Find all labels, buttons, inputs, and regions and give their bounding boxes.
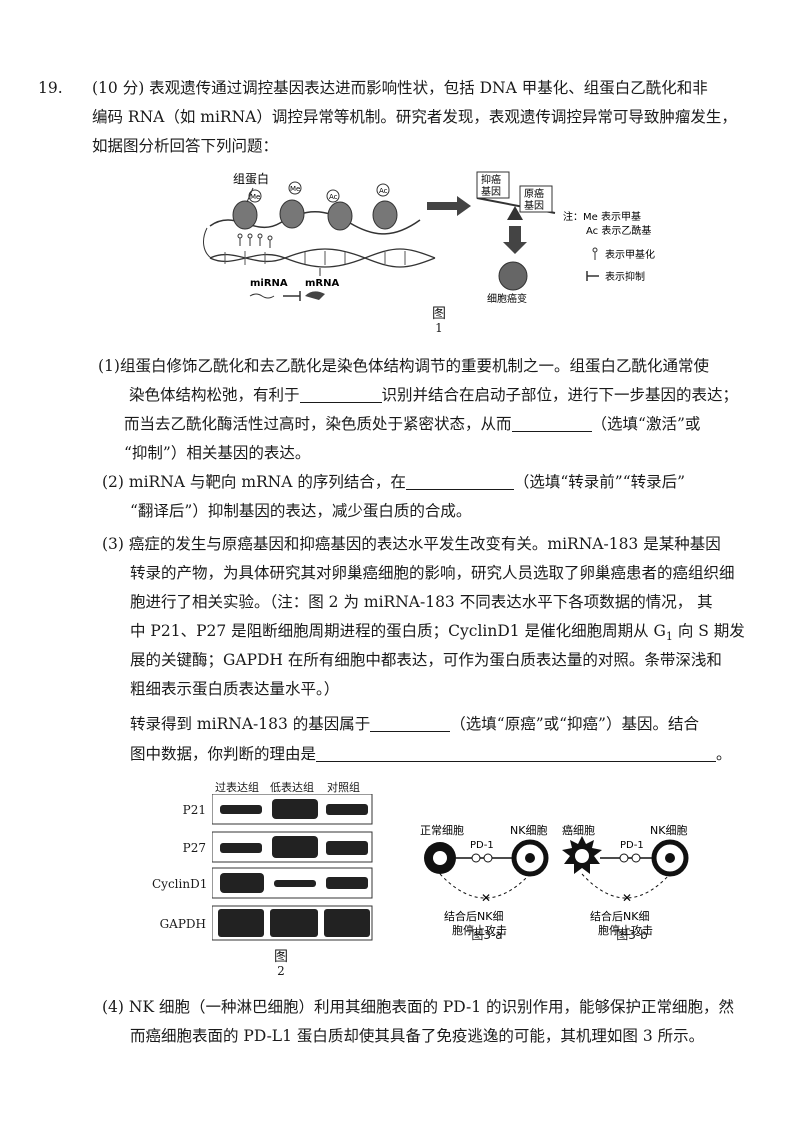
blot-col-2: 低表达组 xyxy=(270,781,314,794)
stop-label-b1: 结合后NK细 xyxy=(590,909,649,923)
blot-col-3: 对照组 xyxy=(327,781,360,794)
figure-1-caption-b: 1 xyxy=(435,321,443,335)
svg-text:✕: ✕ xyxy=(622,891,632,905)
q1-text-d: （选填“激活”或 xyxy=(591,415,701,433)
q4-line-1: (4) NK 细胞（一种淋巴细胞）利用其细胞表面的 PD-1 的识别作用，能够保… xyxy=(102,998,735,1016)
q1-text-b: 识别并结合在启动子部位，进行下一步基因的表达； xyxy=(381,386,739,404)
legend-inhibit: 表示抑制 xyxy=(605,270,645,283)
q2-text-a: (2) miRNA 与靶向 mRNA 的序列结合，在 xyxy=(102,473,406,491)
ac-label-1: Ac xyxy=(329,193,338,201)
q1-line-2: 染色体结构松弛，有利于 识别并结合在启动子部位，进行下一步基因的表达； xyxy=(129,384,738,406)
q4-line-2: 而癌细胞表面的 PD-L1 蛋白质却使其具备了免疫逃逸的可能，其机理如图 3 所… xyxy=(130,1027,705,1045)
blot-row-cyclind1: CyclinD1 xyxy=(152,877,208,891)
q1-text-a: 染色体结构松弛，有利于 xyxy=(129,386,300,404)
q3-text-e: 图中数据，你判断的理由是 xyxy=(130,745,317,763)
q2-blank[interactable] xyxy=(405,473,514,490)
q1-blank-1[interactable] xyxy=(299,386,382,403)
me-label-2: Me xyxy=(290,185,300,193)
q1-line-1: (1)组蛋白修饰乙酰化和去乙酰化是染色体结构调节的重要机制之一。组蛋白乙酰化通常… xyxy=(98,357,709,375)
figure-3b-diagram: 癌细胞 NK细胞 PD-1 ✕ 结合后NK细 胞停止攻击 xyxy=(562,823,689,937)
figure-1-diagram: Me Me Ac Ac 组蛋白 miRNA mRNA 抑癌 基因 原癌 基因 细… xyxy=(203,171,655,305)
mirna-label: miRNA xyxy=(250,278,288,289)
mrna-label: mRNA xyxy=(305,278,339,289)
cancer-cell-label: 癌细胞 xyxy=(562,823,595,837)
q2-text-b: （选填“转录前”“转录后” xyxy=(513,473,686,491)
figure-2-caption-a: 图 xyxy=(274,949,288,965)
question-number: 19. xyxy=(38,79,63,97)
cancer-label: 细胞癌变 xyxy=(487,292,527,305)
suppressor-gene-2: 基因 xyxy=(481,185,501,198)
nk-cell-label-b: NK细胞 xyxy=(650,824,687,837)
oncogene-1: 原癌 xyxy=(524,187,544,200)
q1-text-c: 而当去乙酰化酶活性过高时，染色质处于紧密状态，从而 xyxy=(124,415,512,433)
legend-me: 注：Me 表示甲基 xyxy=(563,210,641,223)
q1-line-4: “抑制”）相关基因的表达。 xyxy=(124,444,311,462)
histone-label: 组蛋白 xyxy=(233,171,269,186)
legend-ac: Ac 表示乙酰基 xyxy=(586,224,651,237)
q3-line-4: 中 P21、P27 是阻断细胞周期进程的蛋白质；CyclinD1 是催化细胞周期… xyxy=(130,620,745,648)
q3-line-2: 转录的产物，为具体研究其对卵巢癌细胞的影响，研究人员选取了卵巢癌患者的癌组织细 xyxy=(130,564,735,582)
stop-label-b2: 胞停止攻击 xyxy=(598,923,653,937)
suppressor-gene-1: 抑癌 xyxy=(481,173,501,186)
svg-text:✕: ✕ xyxy=(481,891,491,905)
q3-blank-2[interactable] xyxy=(316,745,717,762)
pd1-label-b: PD-1 xyxy=(620,840,644,851)
blot-row-p27: P27 xyxy=(182,841,206,855)
q2-line-1: (2) miRNA 与靶向 mRNA 的序列结合，在 （选填“转录前”“转录后” xyxy=(102,471,685,493)
q3-text-f: 。 xyxy=(716,745,732,763)
pd1-label-a: PD-1 xyxy=(470,840,494,851)
q3-line-7: 转录得到 miRNA-183 的基因属于 （选填“原癌”或“抑癌”）基因。结合 xyxy=(130,713,699,735)
figure-3a-caption: 图3-a xyxy=(471,928,503,942)
q3-text-d: （选填“原癌”或“抑癌”）基因。结合 xyxy=(450,715,699,733)
nk-cell-label-a: NK细胞 xyxy=(510,824,547,837)
q3-subscript: 1 xyxy=(665,630,673,644)
q1-blank-2[interactable] xyxy=(511,415,592,432)
q3-line-1: (3) 癌症的发生与原癌基因和抑癌基因的表达水平发生改变有关。miRNA-183… xyxy=(102,535,721,553)
q3-line-8: 图中数据，你判断的理由是 。 xyxy=(130,743,732,765)
stop-label-a1: 结合后NK细 xyxy=(444,909,503,923)
q3-line-6: 粗细表示蛋白质表达量水平。） xyxy=(130,680,340,698)
me-label-1: Me xyxy=(250,193,260,201)
q3-line-5: 展的关键酶；GAPDH 在所有细胞中都表达，可作为蛋白质表达量的对照。条带深浅和 xyxy=(130,651,722,669)
blot-col-1: 过表达组 xyxy=(215,781,259,794)
intro-line-2: 编码 RNA（如 miRNA）调控异常等机制。研究者发现，表观遗传调控异常可导致… xyxy=(92,108,737,126)
figure-2-caption-b: 2 xyxy=(277,964,285,978)
normal-cell-label: 正常细胞 xyxy=(420,824,464,837)
figure-3b-caption: 图3-b xyxy=(616,928,648,942)
q3-blank-1[interactable] xyxy=(370,715,451,732)
q3-text-c: 转录得到 miRNA-183 的基因属于 xyxy=(130,715,371,733)
q2-line-2: “翻译后”）抑制基因的表达，减少蛋白质的合成。 xyxy=(130,502,472,520)
western-blot xyxy=(212,794,373,941)
figure-3a-diagram: 正常细胞 NK细胞 PD-1 ✕ 结合后NK细 胞停止攻击 xyxy=(420,824,549,937)
legend-methylation: 表示甲基化 xyxy=(605,248,655,261)
q3-text-a: 中 P21、P27 是阻断细胞周期进程的蛋白质；CyclinD1 是催化细胞周期… xyxy=(130,622,666,640)
ac-label-2: Ac xyxy=(379,187,388,195)
figure-1-caption-a: 图 xyxy=(432,306,446,322)
blot-row-p21: P21 xyxy=(182,803,206,817)
intro-line-3: 如据图分析回答下列问题： xyxy=(92,137,279,155)
q1-line-3: 而当去乙酰化酶活性过高时，染色质处于紧密状态，从而 （选填“激活”或 xyxy=(124,413,700,435)
stop-label-a2: 胞停止攻击 xyxy=(452,923,507,937)
q3-text-b: 向 S 期发 xyxy=(672,622,745,640)
oncogene-2: 基因 xyxy=(524,199,544,212)
intro-line-1: (10 分) 表观遗传通过调控基因表达进而影响性状，包括 DNA 甲基化、组蛋白… xyxy=(92,79,708,97)
q3-line-3: 胞进行了相关实验。（注：图 2 为 miRNA-183 不同表达水平下各项数据的… xyxy=(130,593,713,611)
blot-row-gapdh: GAPDH xyxy=(159,917,206,931)
